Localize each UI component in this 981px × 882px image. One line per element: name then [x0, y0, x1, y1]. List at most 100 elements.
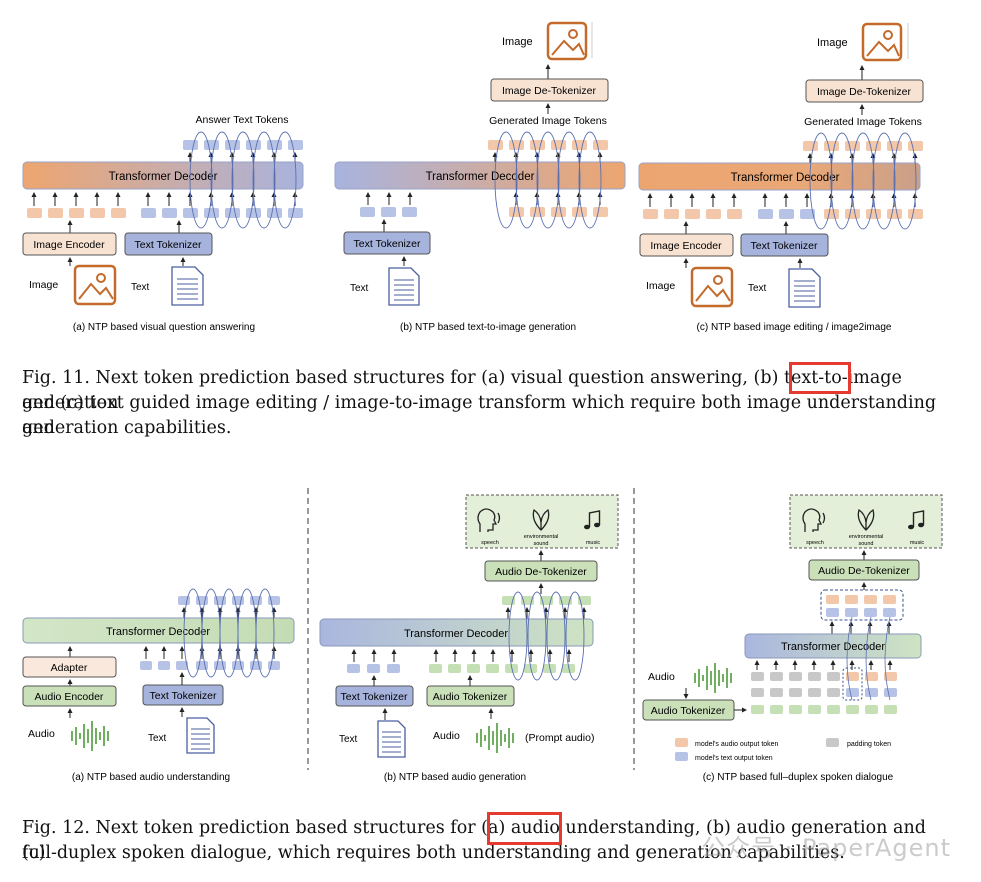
text-input-tokens [846, 688, 897, 697]
text-tokenizer [142, 684, 224, 706]
fig11-panel-b: Image Image De-Tokenizer Generated Image… [334, 21, 626, 333]
fig11-caption-line-3: generation capabilities. [22, 418, 232, 438]
image-encoder-label: Image Encoder [33, 239, 105, 251]
input-arrows [351, 649, 572, 662]
image-encoder-label: Image Encoder [650, 240, 722, 252]
text-input-label: Text [748, 283, 767, 294]
generated-tokens-label: Generated Image Tokens [489, 115, 607, 127]
panel-caption: (a) NTP based audio understanding [72, 772, 230, 783]
audio-detokenizer-label: Audio De-Tokenizer [495, 566, 587, 578]
audio-input-tokens [846, 672, 897, 681]
env-sound-label-2: sound [534, 541, 549, 547]
input-arrows-2 [683, 258, 803, 268]
transformer-decoder-label: Transformer Decoder [426, 171, 535, 183]
image-output-label: Image [817, 37, 848, 49]
generated-image-tokens [803, 141, 923, 151]
watermark: 公众号 · PaperAgent [701, 834, 951, 862]
text-tokenizer-label: Text Tokenizer [354, 238, 421, 250]
audio-output-box [465, 494, 619, 549]
adapter-label: Adapter [51, 662, 88, 674]
text-tokens [347, 664, 400, 673]
output-arrows [829, 621, 892, 634]
text-input-label: Text [339, 734, 358, 745]
fig11-caption-line-2: and (c) text guided image editing / imag… [22, 393, 937, 438]
output-token-group [820, 589, 904, 621]
text-tokenizer-label: Text Tokenizer [135, 239, 202, 251]
audio-input-label: Audio [433, 730, 460, 742]
fig12-caption-line-1: Fig. 12. Next token prediction based str… [22, 818, 926, 863]
image-detokenizer [805, 79, 924, 103]
autoregressive-loops [508, 591, 585, 681]
document-icon [788, 268, 821, 308]
generated-audio-tokens [502, 596, 591, 605]
audio-output-tokens [826, 595, 896, 604]
image-icon [690, 266, 734, 308]
user-audio-tokens [751, 705, 897, 714]
panel-caption: (b) NTP based text-to-image generation [400, 322, 576, 333]
transformer-decoder-label: Transformer Decoder [109, 171, 218, 183]
environmental-sound-icon [532, 508, 550, 531]
speech-label: speech [481, 540, 499, 546]
transformer-decoder [638, 162, 921, 191]
input-arrows [365, 192, 603, 205]
image-input-label: Image [29, 279, 58, 291]
fig11-caption-line-1: Fig. 11. Next token prediction based str… [22, 368, 902, 413]
output-arrows [492, 152, 603, 162]
document-icon [171, 266, 204, 306]
padding-tokens [751, 672, 840, 697]
output-text-tokens [178, 596, 280, 605]
audio-input-label: Audio [28, 728, 55, 740]
transformer-decoder-label: Transformer Decoder [106, 626, 210, 638]
image-icon [861, 22, 903, 62]
transformer-decoder [22, 617, 295, 644]
image-input-label: Image [646, 280, 675, 292]
image-encoder [22, 232, 117, 256]
legend-text-swatch [675, 752, 688, 761]
legend-audio-swatch [675, 738, 688, 747]
music-icon [584, 510, 601, 530]
image-detokenizer-label: Image De-Tokenizer [817, 86, 911, 98]
waveform-icon [694, 663, 732, 693]
legend-audio-out: model's audio output token [695, 741, 779, 748]
image-detokenizer-label: Image De-Tokenizer [502, 85, 596, 97]
audio-encoder-label: Audio Encoder [35, 691, 104, 703]
text-input-label: Text [131, 282, 150, 293]
text-input-label: Text [148, 733, 167, 744]
fig11-panel-a: Answer Text Tokens Transformer Decoder I… [22, 114, 304, 333]
text-tokenizer-label: Text Tokenizer [751, 240, 818, 252]
output-arrows [807, 153, 918, 163]
music-label: music [910, 540, 925, 546]
text-tokenizer [124, 232, 213, 256]
transformer-decoder-label: Transformer Decoder [731, 172, 840, 184]
music-label: music [586, 540, 601, 546]
highlight-box-audio [487, 812, 562, 845]
panel-caption: (b) NTP based audio generation [384, 772, 526, 783]
speech-label: speech [806, 540, 824, 546]
audio-input-label: Audio [648, 671, 675, 683]
waveform-icon [476, 723, 514, 753]
environmental-sound-icon [857, 508, 875, 531]
speech-icon [802, 508, 826, 532]
transformer-decoder [334, 161, 626, 190]
image-tokens [643, 209, 923, 219]
feedback-loops [846, 616, 891, 701]
image-tokens [27, 208, 126, 218]
input-arrows [647, 193, 918, 207]
audio-detokenizer [484, 560, 598, 582]
input-arrows [67, 646, 277, 659]
generated-image-tokens [488, 140, 608, 150]
fig12-panel-a: Transformer Decoder Adapter Audio Encode… [22, 588, 295, 783]
image-icon [546, 21, 588, 61]
music-icon [908, 510, 925, 530]
audio-encoder [22, 685, 117, 707]
encoder-arrows [683, 221, 789, 234]
text-tokens [141, 208, 303, 218]
panel-caption: (c) NTP based image editing / image2imag… [697, 322, 892, 333]
audio-detokenizer [808, 559, 920, 581]
transformer-decoder-label: Transformer Decoder [781, 641, 885, 653]
transformer-decoder [744, 633, 922, 659]
generated-tokens-label: Generated Image Tokens [804, 116, 922, 128]
image-icon [73, 264, 117, 306]
panel-caption: (c) NTP based full–duplex spoken dialogu… [703, 772, 894, 783]
document-icon [388, 267, 420, 306]
